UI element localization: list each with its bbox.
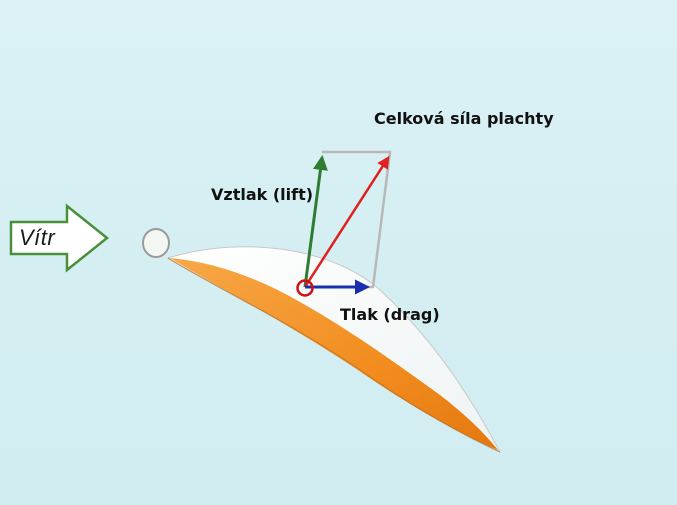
- wind-label: Vítr: [19, 225, 56, 250]
- force-origin-icon: [296, 279, 314, 297]
- lift-label: Vztlak (lift): [211, 185, 314, 204]
- drag-label: Tlak (drag): [340, 305, 440, 324]
- mast-icon: [142, 228, 170, 258]
- sail-edge: [167, 257, 501, 453]
- total-force-label: Celková síla plachty: [374, 109, 554, 128]
- lift-vector: [303, 155, 328, 288]
- wind-arrow-icon: [9, 203, 110, 273]
- total-force-vector: [303, 155, 390, 288]
- sail-orange-surface: [170, 258, 498, 450]
